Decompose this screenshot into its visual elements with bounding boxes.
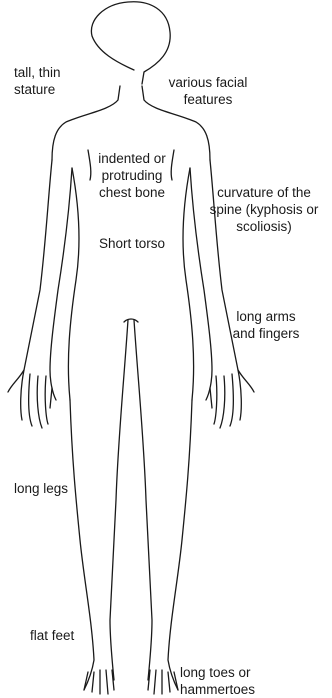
label-long-legs: long legs bbox=[14, 480, 68, 497]
right-foot bbox=[148, 670, 178, 694]
label-short-torso: Short torso bbox=[82, 235, 182, 252]
left-leg-inner bbox=[110, 320, 128, 680]
crotch bbox=[124, 319, 138, 322]
label-chest-bone: indented or protruding chest bone bbox=[74, 150, 190, 201]
label-long-toes: long toes or hammertoes bbox=[180, 664, 255, 698]
torso-left bbox=[68, 168, 79, 400]
left-hand bbox=[21, 370, 52, 428]
label-tall-thin-stature: tall, thin stature bbox=[14, 64, 61, 98]
left-leg-outer bbox=[70, 400, 94, 690]
neck-left bbox=[52, 86, 120, 160]
right-leg-outer bbox=[168, 400, 192, 690]
left-arm-outer bbox=[8, 160, 52, 392]
torso-right bbox=[183, 168, 194, 400]
left-foot bbox=[84, 670, 114, 694]
label-spine-curvature: curvature of the spine (kyphosis or scol… bbox=[198, 184, 330, 235]
head-outline bbox=[91, 2, 170, 84]
right-hand bbox=[210, 370, 241, 428]
right-leg-inner bbox=[134, 320, 152, 680]
label-facial-features: various facial features bbox=[150, 74, 266, 108]
label-long-arms: long arms and fingers bbox=[212, 308, 320, 342]
label-flat-feet: flat feet bbox=[30, 627, 74, 644]
